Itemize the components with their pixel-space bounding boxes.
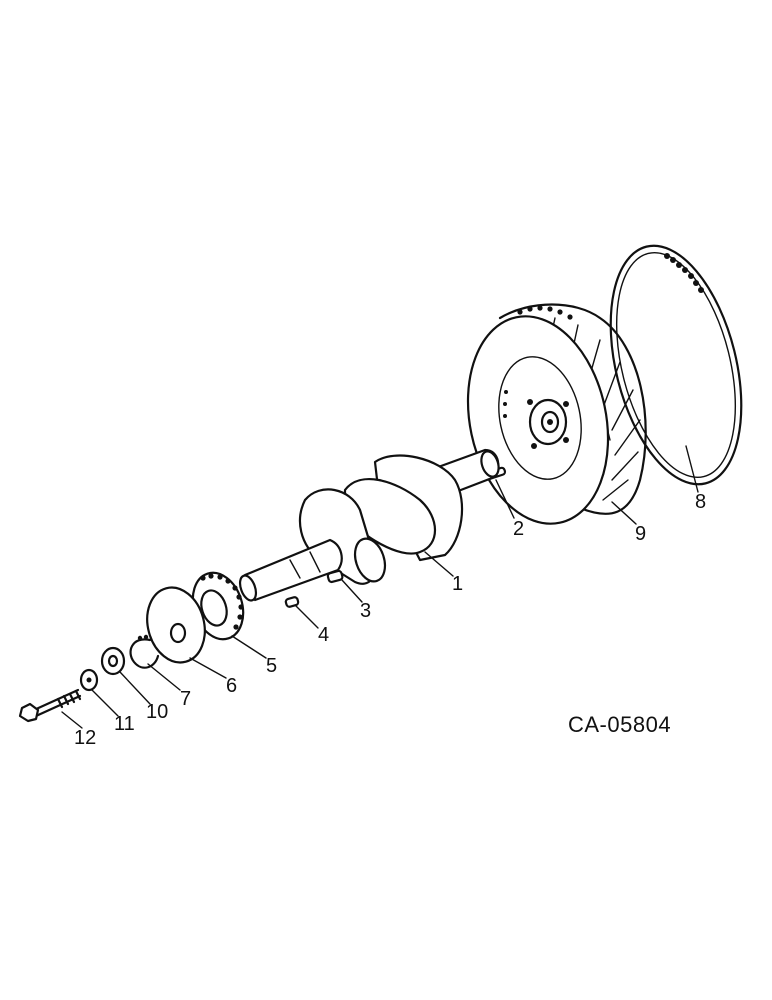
ring-gear-teeth	[664, 253, 704, 293]
callout-3: 3	[360, 600, 371, 622]
gear-drawing	[191, 571, 245, 641]
callout-9: 9	[635, 523, 646, 545]
callout-10: 10	[146, 701, 168, 723]
callout-4: 4	[318, 624, 329, 646]
callout-12: 12	[74, 727, 96, 749]
callout-1: 1	[452, 573, 463, 595]
snap-ring-drawing	[129, 634, 160, 669]
callout-2: 2	[513, 518, 524, 540]
ring-gear-drawing	[609, 244, 743, 486]
spacer-drawing	[100, 646, 126, 676]
crankshaft-drawing	[238, 448, 500, 602]
washer-drawing	[79, 668, 99, 692]
callout-7: 7	[180, 688, 191, 710]
key-small-drawing	[284, 596, 300, 608]
bolt-drawing	[18, 688, 82, 723]
callout-5: 5	[266, 655, 277, 677]
callout-8: 8	[695, 491, 706, 513]
gear-teeth	[200, 573, 244, 630]
leader-lines	[61, 445, 699, 729]
drawing-id: CA-05804	[568, 712, 671, 737]
key-large-drawing	[326, 569, 344, 584]
callout-6: 6	[226, 675, 237, 697]
flywheel-top-teeth	[517, 305, 573, 320]
callout-labels: 1 2 3 4 5 6 7 8 9 10 11 12	[74, 491, 706, 749]
disc-drawing	[146, 586, 206, 664]
flywheel-drawing	[466, 303, 647, 525]
callout-11: 11	[114, 713, 135, 735]
